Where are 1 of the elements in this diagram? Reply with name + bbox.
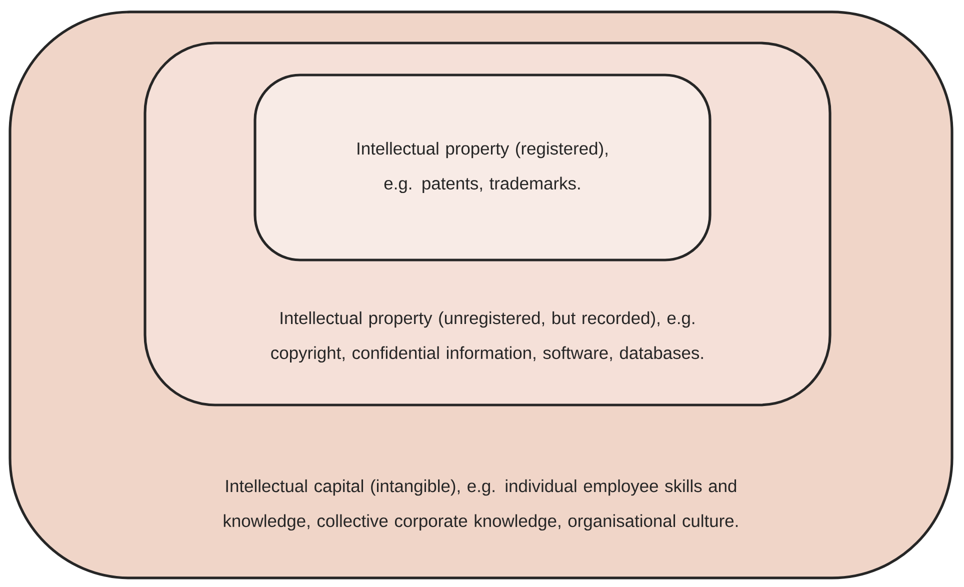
inner-rounded-box: Intellectual property (registered), e.g. patents, trademarks.: [254, 74, 712, 262]
